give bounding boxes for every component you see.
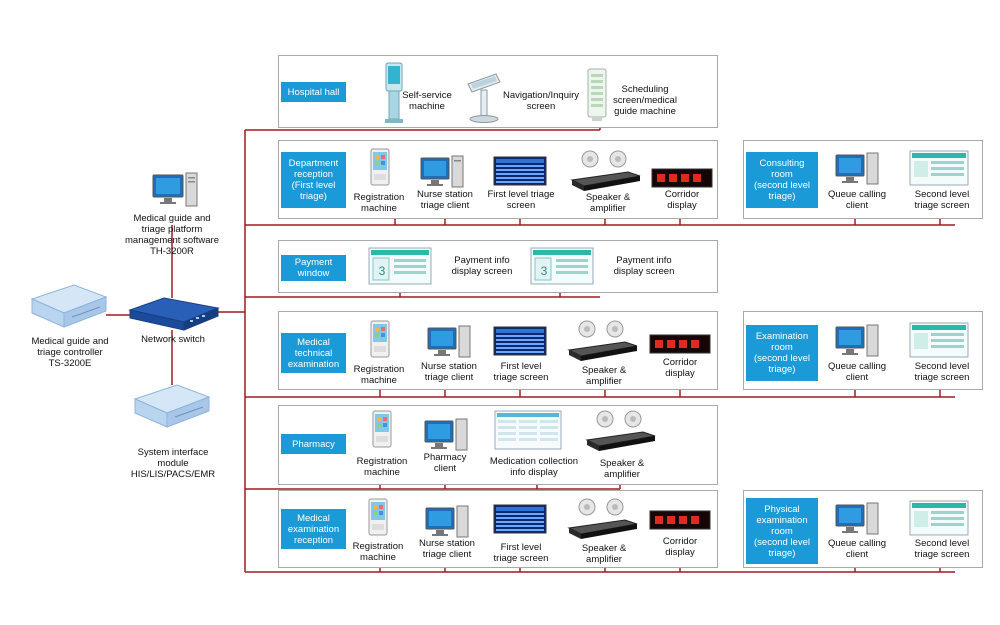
self-service-label: Self-service machine xyxy=(402,90,452,112)
consult-queue-label: Queue calling client xyxy=(827,189,887,211)
zone-medical-technical xyxy=(278,311,718,390)
dept-corridor-label: Corridor display xyxy=(664,189,700,211)
payment-screen-icon-2: 3 xyxy=(530,247,594,285)
medication-display-icon xyxy=(494,410,562,450)
scheduling-label: Scheduling screen/medical guide machine xyxy=(613,84,677,117)
tag-physical-exam-room: Physical examination room (second level … xyxy=(746,498,818,564)
network-switch-icon xyxy=(128,296,220,332)
triage-screen-icon xyxy=(493,504,547,534)
medtech-screen-label: First level triage screen xyxy=(493,361,549,383)
medtech-corridor-label: Corridor display xyxy=(662,357,698,379)
second-triage-screen-icon xyxy=(909,500,969,536)
physical-screen-label: Second level triage screen xyxy=(914,538,970,560)
nurse-station-pc-icon xyxy=(425,505,469,539)
speaker-amplifier-icon xyxy=(585,410,657,452)
tag-pharmacy: Pharmacy xyxy=(281,434,346,454)
tag-hospital-hall: Hospital hall xyxy=(281,82,346,102)
dept-registration-label: Registration machine xyxy=(353,192,405,214)
physical-queue-label: Queue calling client xyxy=(827,538,887,560)
corridor-display-icon xyxy=(649,510,711,530)
pharmacy-speaker-label: Speaker & amplifier xyxy=(599,458,645,480)
queue-pc-icon xyxy=(835,502,879,536)
zone-payment-window xyxy=(278,240,718,293)
medtech-registration-label: Registration machine xyxy=(353,364,405,386)
queue-pc-icon xyxy=(835,324,879,358)
medexam-screen-label: First level triage screen xyxy=(493,542,549,564)
medtech-nurse-label: Nurse station triage client xyxy=(421,361,477,383)
payment-number-2: 3 xyxy=(540,264,548,278)
dept-screen-label: First level triage screen xyxy=(487,189,555,211)
tag-payment-window: Payment window xyxy=(281,255,346,281)
second-triage-screen-icon xyxy=(909,150,969,186)
payment-number-1: 3 xyxy=(378,264,386,278)
nurse-station-pc-icon xyxy=(420,155,464,189)
self-service-kiosk-icon xyxy=(383,62,405,124)
management-software-label: Medical guide and triage platform manage… xyxy=(125,213,219,257)
payment-info-label-1: Payment info display screen xyxy=(451,255,513,277)
management-pc-icon xyxy=(152,172,198,208)
payment-screen-icon-1: 3 xyxy=(368,247,432,285)
zone-hospital-hall xyxy=(278,55,718,128)
medexam-registration-label: Registration machine xyxy=(352,541,404,563)
speaker-amplifier-icon xyxy=(570,150,642,192)
medexam-corridor-label: Corridor display xyxy=(662,536,698,558)
tag-medical-exam-reception: Medical examination reception xyxy=(281,509,346,549)
nurse-station-pc-icon xyxy=(427,325,471,359)
pharmacy-pc-icon xyxy=(424,418,468,452)
consult-screen-label: Second level triage screen xyxy=(914,189,970,211)
tag-medical-technical: Medical technical examination xyxy=(281,333,346,373)
speaker-amplifier-icon xyxy=(567,320,639,362)
dept-speaker-label: Speaker & amplifier xyxy=(585,192,631,214)
exam-screen-label: Second level triage screen xyxy=(914,361,970,383)
network-switch-label: Network switch xyxy=(141,334,205,345)
corridor-display-icon xyxy=(649,334,711,354)
dept-nurse-label: Nurse station triage client xyxy=(417,189,473,211)
registration-machine-icon xyxy=(370,148,390,186)
medication-label: Medication collection info display xyxy=(489,456,579,478)
triage-screen-icon xyxy=(493,326,547,356)
triage-screen-icon xyxy=(493,156,547,186)
tag-department-reception: Department reception (First level triage… xyxy=(281,152,346,208)
speaker-amplifier-icon xyxy=(567,498,639,540)
medexam-speaker-label: Speaker & amplifier xyxy=(581,543,627,565)
controller-label: Medical guide and triage controller TS-3… xyxy=(31,336,109,369)
tag-examination-room: Examination room (second level triage) xyxy=(746,325,818,381)
corridor-display-icon xyxy=(651,168,713,188)
controller-icon xyxy=(30,283,108,331)
medexam-nurse-label: Nurse station triage client xyxy=(419,538,475,560)
navigation-label: Navigation/Inquiry screen xyxy=(502,90,580,112)
queue-pc-icon xyxy=(835,152,879,186)
pharmacy-registration-label: Registration machine xyxy=(356,456,408,478)
interface-module-icon xyxy=(133,383,211,431)
registration-machine-icon xyxy=(370,320,390,358)
inquiry-screen-icon xyxy=(466,72,502,124)
payment-info-label-2: Payment info display screen xyxy=(613,255,675,277)
medtech-speaker-label: Speaker & amplifier xyxy=(581,365,627,387)
registration-machine-icon xyxy=(368,498,388,536)
tag-consulting-room: Consulting room (second level triage) xyxy=(746,152,818,208)
scheduling-screen-icon xyxy=(586,68,608,122)
exam-queue-label: Queue calling client xyxy=(827,361,887,383)
pharmacy-client-label: Pharmacy client xyxy=(423,452,467,474)
registration-machine-icon xyxy=(372,410,392,448)
interface-module-label: System interface module HIS/LIS/PACS/EMR xyxy=(130,447,216,480)
second-triage-screen-icon xyxy=(909,322,969,358)
